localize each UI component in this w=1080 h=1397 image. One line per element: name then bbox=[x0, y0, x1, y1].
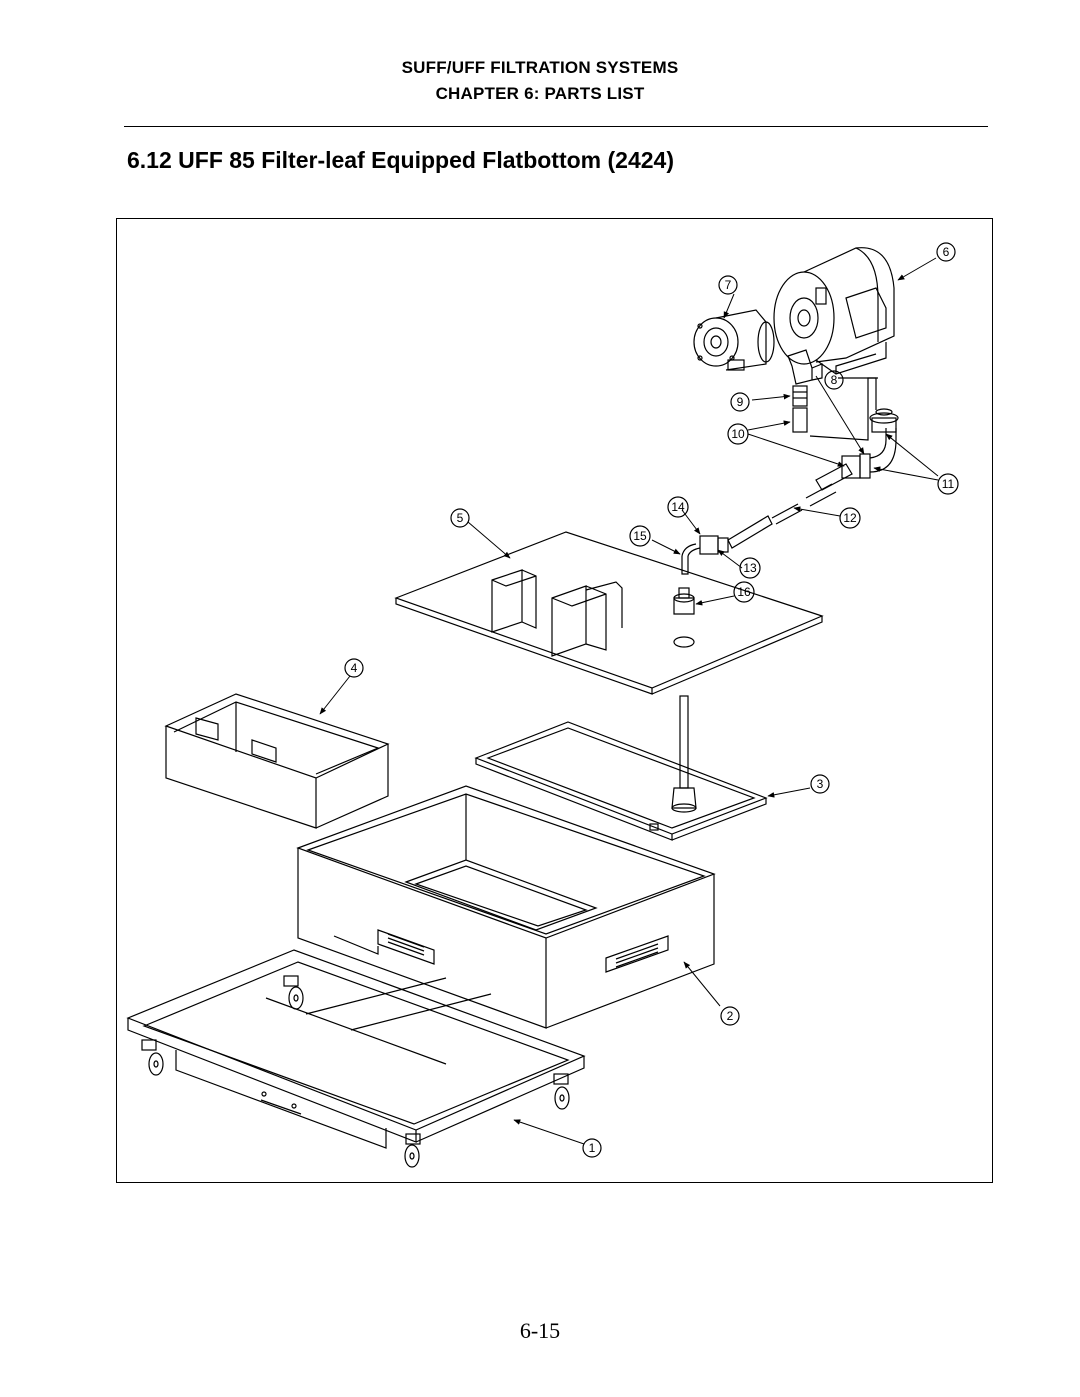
caster-wheel bbox=[141, 1039, 164, 1076]
svg-text:5: 5 bbox=[457, 511, 464, 525]
svg-text:14: 14 bbox=[671, 500, 685, 514]
hose-fittings bbox=[815, 408, 899, 491]
svg-text:16: 16 bbox=[737, 585, 751, 599]
leader-lines bbox=[319, 257, 939, 1145]
svg-text:1: 1 bbox=[589, 1141, 596, 1155]
dolly-frame-part bbox=[126, 949, 586, 1168]
svg-text:3: 3 bbox=[817, 777, 824, 791]
callout-15: 15 bbox=[629, 525, 651, 547]
diagram-frame bbox=[116, 218, 993, 1183]
svg-text:11: 11 bbox=[942, 477, 955, 491]
document-header-chapter: CHAPTER 6: PARTS LIST bbox=[435, 84, 645, 103]
callout-5: 5 bbox=[450, 508, 470, 528]
svg-text:7: 7 bbox=[725, 278, 732, 292]
svg-text:13: 13 bbox=[743, 561, 757, 575]
page-number: 6-15 bbox=[519, 1318, 561, 1343]
callout-1: 1 bbox=[582, 1138, 602, 1158]
callout-2: 2 bbox=[720, 1006, 740, 1026]
svg-text:4: 4 bbox=[351, 661, 358, 675]
parts-exploded-diagram: 1 2 3 4 5 6 7 8 9 10 11 12 13 14 15 16 bbox=[126, 242, 959, 1168]
callout-12: 12 bbox=[839, 507, 861, 529]
callout-16: 16 bbox=[733, 581, 755, 603]
filter-screen-part bbox=[474, 721, 768, 841]
callout-13: 13 bbox=[739, 557, 761, 579]
caster-wheel bbox=[404, 1133, 421, 1168]
pickup-tube bbox=[671, 695, 697, 813]
callout-14: 14 bbox=[667, 496, 689, 518]
crumb-tray-part bbox=[164, 693, 390, 829]
document-header-title: SUFF/UFF FILTRATION SYSTEMS bbox=[401, 58, 679, 77]
filter-pan-part bbox=[296, 785, 716, 1029]
svg-text:12: 12 bbox=[843, 511, 857, 525]
svg-text:2: 2 bbox=[727, 1009, 734, 1023]
callout-10: 10 bbox=[727, 423, 749, 445]
pan-handle bbox=[605, 935, 669, 973]
callout-4: 4 bbox=[344, 658, 364, 678]
svg-text:9: 9 bbox=[737, 395, 744, 409]
section-title: 6.12 UFF 85 Filter-leaf Equipped Flatbot… bbox=[127, 147, 674, 173]
callout-9: 9 bbox=[730, 392, 750, 412]
callout-11: 11 bbox=[937, 473, 959, 495]
filter-leaf-plate-part bbox=[394, 531, 824, 695]
callout-3: 3 bbox=[810, 774, 830, 794]
pan-handle bbox=[377, 929, 435, 965]
svg-text:8: 8 bbox=[831, 373, 838, 387]
callout-6: 6 bbox=[936, 242, 956, 262]
small-fittings bbox=[787, 349, 878, 441]
callout-7: 7 bbox=[718, 275, 738, 295]
svg-text:10: 10 bbox=[731, 427, 745, 441]
svg-text:6: 6 bbox=[943, 245, 950, 259]
callout-8: 8 bbox=[824, 370, 844, 390]
caster-wheel bbox=[553, 1073, 570, 1110]
caster-wheel bbox=[283, 975, 304, 1010]
motor-part bbox=[773, 247, 895, 375]
riser-fittings bbox=[673, 483, 837, 615]
svg-text:15: 15 bbox=[633, 529, 647, 543]
header-rule bbox=[124, 126, 988, 127]
pump-part bbox=[693, 309, 775, 371]
